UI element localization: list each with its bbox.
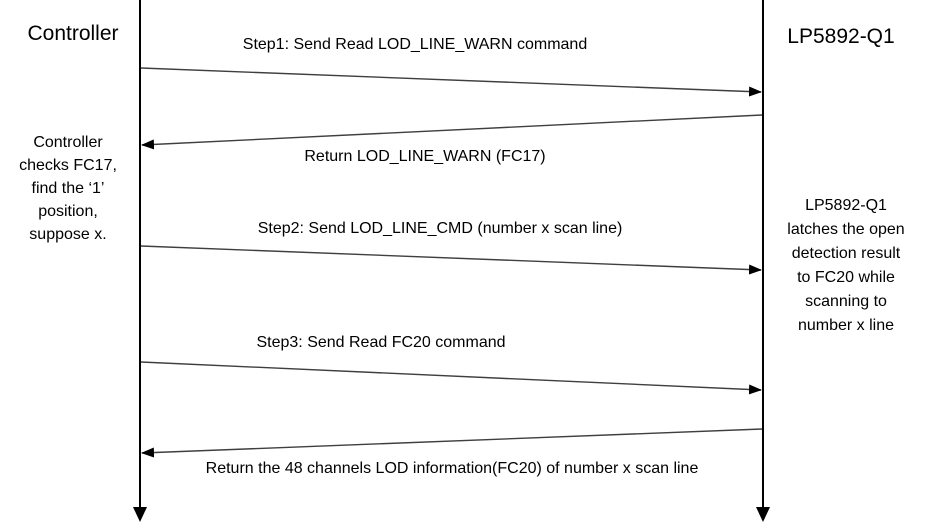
message-arrow-return-fc17: [141, 114, 763, 150]
left-actor-title: Controller: [27, 22, 119, 45]
message-label-step2: Step2: Send LOD_LINE_CMD (number x scan …: [257, 220, 623, 237]
message-label-return-fc20: Return the 48 channels LOD information(F…: [205, 460, 699, 477]
controller-lifeline-arrowhead-icon: [133, 507, 147, 522]
controller-note: Controller checks FC17, find the ‘1’ pos…: [19, 134, 117, 243]
message-label-step3: Step3: Send Read FC20 command: [256, 334, 506, 351]
message-arrow-step1: [140, 67, 762, 97]
message-label-return-fc17: Return LOD_LINE_WARN (FC17): [304, 148, 546, 165]
right-actor-title: LP5892-Q1: [787, 25, 895, 48]
device-lifeline-arrowhead-icon: [756, 507, 770, 522]
device-note: LP5892-Q1 latches the open detection res…: [787, 197, 905, 334]
message-label-step1: Step1: Send Read LOD_LINE_WARN command: [242, 36, 588, 53]
message-arrow-step2: [140, 245, 762, 275]
message-arrow-step3: [140, 361, 762, 395]
message-arrow-return-fc20: [141, 428, 763, 458]
